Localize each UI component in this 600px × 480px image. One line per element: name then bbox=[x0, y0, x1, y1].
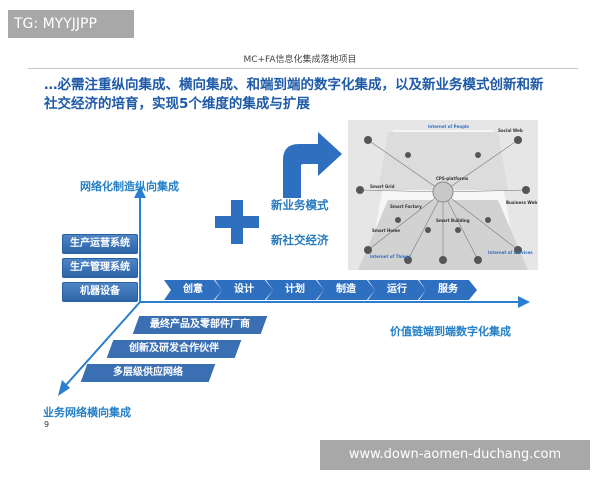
image-label-people: Internet of People bbox=[428, 124, 470, 129]
iot-network-graphic bbox=[356, 130, 530, 270]
image-label-cps: CPS-platforms bbox=[436, 176, 469, 181]
plus-horizontal bbox=[215, 216, 259, 228]
vertical-box-production-management: 生产管理系统 bbox=[62, 258, 138, 278]
vertical-axis-arrow bbox=[134, 186, 146, 198]
value-chain-step-operation: 运行 bbox=[368, 280, 426, 300]
new-business-model-label: 新业务模式 bbox=[271, 198, 329, 212]
new-social-economy-label: 新社交经济 bbox=[271, 233, 329, 247]
value-chain-step-ideation: 创意 bbox=[164, 280, 222, 300]
tag-label: TG: MYYJJPP bbox=[8, 10, 134, 38]
slide-subtitle: MC+FA信息化集成落地项目 bbox=[243, 55, 357, 65]
slide-headline: …必需注重纵向集成、横向集成、和端到端的数字化集成，以及新业务模式创新和新社交经… bbox=[44, 77, 544, 112]
horizontal-axis-arrow bbox=[58, 380, 70, 396]
image-label-services: Internet of Services bbox=[488, 250, 533, 255]
value-chain-axis-arrow bbox=[518, 296, 530, 308]
image-label-home: Smart Home bbox=[372, 228, 401, 233]
vertical-box-machinery: 机器设备 bbox=[62, 282, 138, 302]
value-chain-step-planning: 计划 bbox=[266, 280, 324, 300]
title-divider bbox=[28, 68, 578, 69]
curved-arrow bbox=[283, 132, 342, 198]
image-label-grid: Smart Grid bbox=[370, 184, 395, 189]
horizontal-bar-supply-network: 多层级供应网络 bbox=[80, 364, 216, 382]
horizontal-bar-supply-network-label: 多层级供应网络 bbox=[113, 367, 183, 378]
horizontal-axis bbox=[65, 301, 141, 386]
watermark-url: www.down-aomen-duchang.com bbox=[320, 440, 590, 470]
value-chain-step-design: 设计 bbox=[215, 280, 273, 300]
value-chain-step-manufacturing: 制造 bbox=[317, 280, 375, 300]
image-label-building: Smart Building bbox=[436, 218, 470, 223]
page-number: 9 bbox=[44, 420, 50, 429]
image-label-things: Internet of Things bbox=[370, 254, 411, 259]
value-chain-step-service: 服务 bbox=[419, 280, 477, 300]
image-label-factory: Smart Factory bbox=[390, 204, 422, 209]
horizontal-bar-oem-label: 最终产品及零部件厂商 bbox=[150, 319, 250, 330]
horizontal-bar-oem: 最终产品及零部件厂商 bbox=[132, 316, 268, 334]
image-label-social: Social Web bbox=[498, 128, 523, 133]
image-label-business: Business Web bbox=[506, 200, 538, 205]
value-chain-label: 价值链端到端数字化集成 bbox=[390, 325, 511, 338]
horizontal-integration-label: 业务网络横向集成 bbox=[43, 406, 131, 419]
vertical-integration-label: 网络化制造纵向集成 bbox=[80, 180, 179, 193]
horizontal-bar-rd-partners: 创新及研发合作伙伴 bbox=[106, 340, 242, 358]
iot-network-image: Internet of People Social Web CPS-platfo… bbox=[348, 120, 538, 270]
vertical-box-production-operations: 生产运营系统 bbox=[62, 234, 138, 254]
horizontal-bar-rd-partners-label: 创新及研发合作伙伴 bbox=[129, 343, 219, 354]
